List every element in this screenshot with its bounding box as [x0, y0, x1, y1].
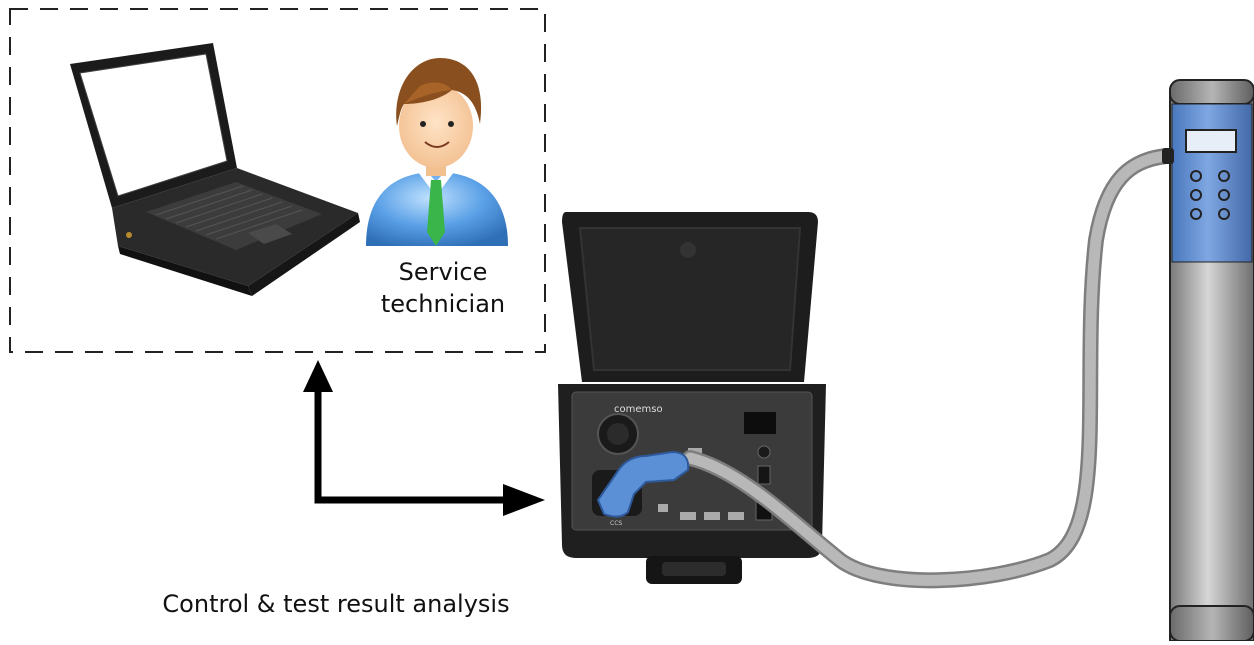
pole-display [1185, 129, 1237, 153]
service-label-line1: Service [398, 258, 488, 286]
technician-frame [9, 8, 546, 353]
technician-avatar-icon [366, 58, 508, 246]
charging-plug [596, 450, 690, 518]
tester-case: comemso CCS [558, 212, 826, 584]
service-technician-label: Service technician [358, 256, 528, 320]
control-arrow [303, 360, 545, 516]
pole-keypad [1190, 170, 1230, 220]
charging-pole [1162, 79, 1254, 642]
control-analysis-label: Control & test result analysis [162, 590, 510, 618]
device-brand-text: comemso [614, 404, 663, 415]
laptop-icon [70, 43, 360, 296]
port-label: CCS [610, 520, 622, 527]
service-label-line2: technician [380, 290, 506, 318]
